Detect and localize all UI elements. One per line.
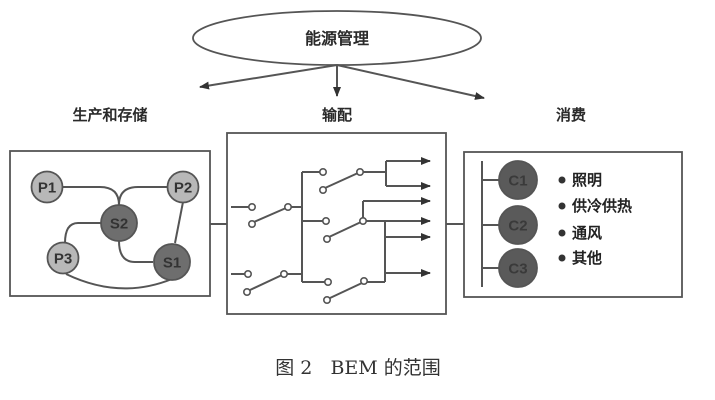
node-circle bbox=[100, 204, 138, 242]
node-s2: S2 bbox=[100, 204, 138, 242]
node-p1: P1 bbox=[30, 170, 64, 204]
edge-P2-S2 bbox=[118, 186, 168, 206]
switch-terminal bbox=[318, 168, 327, 177]
consumer-circle bbox=[498, 248, 538, 288]
node-circle bbox=[46, 241, 80, 275]
distribution-wiring bbox=[231, 157, 431, 304]
consumption-item: 其他 bbox=[558, 249, 602, 267]
node-p2: P2 bbox=[166, 170, 200, 204]
edge-S2-S1 bbox=[118, 240, 153, 263]
switch-terminal bbox=[359, 276, 368, 285]
switch-terminal bbox=[323, 277, 332, 286]
consumption-item-label: 通风 bbox=[572, 224, 602, 242]
switch-terminal bbox=[243, 287, 252, 296]
switch-terminal bbox=[322, 295, 331, 304]
node-circle bbox=[30, 170, 64, 204]
switch-blade bbox=[329, 282, 363, 299]
consumption-item-label: 照明 bbox=[572, 171, 602, 189]
switch-terminal bbox=[322, 235, 331, 244]
energy-management-label: 能源管理 bbox=[305, 29, 369, 48]
switch-terminal bbox=[318, 186, 327, 195]
consumer-label: C3 bbox=[508, 261, 527, 278]
node-circle bbox=[153, 243, 191, 281]
switch-blade bbox=[324, 172, 359, 189]
production-section-label: 生产和存储 bbox=[72, 106, 147, 124]
consumer-label: C2 bbox=[508, 218, 527, 235]
edge-S2-P3 bbox=[64, 222, 101, 244]
switch-terminal bbox=[283, 203, 292, 212]
consumer-c1: C1 bbox=[482, 160, 538, 200]
distribution-section-label: 输配 bbox=[322, 106, 352, 124]
consumption-item-label: 供冷供热 bbox=[571, 197, 632, 215]
switch-terminal bbox=[355, 168, 364, 177]
switch-terminal bbox=[248, 203, 257, 212]
node-label: S1 bbox=[163, 255, 181, 272]
bullet-icon bbox=[558, 202, 566, 210]
consumption-item-label: 其他 bbox=[572, 249, 602, 267]
node-label: P1 bbox=[38, 180, 56, 197]
figure-caption: 图 2 BEM 的范围 bbox=[275, 357, 441, 379]
edge-P2-S1 bbox=[174, 201, 184, 244]
consumer-circle bbox=[498, 205, 538, 245]
node-label: P3 bbox=[54, 251, 72, 268]
switch-blade bbox=[253, 207, 287, 223]
consumer-label: C1 bbox=[508, 173, 527, 190]
switch-terminal bbox=[244, 269, 253, 278]
consumption-item: 供冷供热 bbox=[558, 197, 632, 215]
node-circle bbox=[166, 170, 200, 204]
consumer-c2: C2 bbox=[482, 205, 538, 245]
consumption-item: 通风 bbox=[558, 224, 602, 242]
edge-P3-S1 bbox=[65, 273, 173, 290]
switch-terminal bbox=[279, 269, 288, 278]
bullet-icon bbox=[558, 176, 566, 184]
node-label: S2 bbox=[110, 216, 128, 233]
bullet-icon bbox=[558, 229, 566, 237]
top-arrows bbox=[199, 64, 485, 100]
switch-terminal bbox=[321, 217, 330, 226]
switch-terminal bbox=[248, 220, 257, 229]
arrow-to-consumption bbox=[336, 64, 485, 100]
node-p3: P3 bbox=[46, 241, 80, 275]
energy-management-node: 能源管理 bbox=[192, 10, 482, 66]
consumption-section-label: 消费 bbox=[556, 106, 586, 124]
bullet-icon bbox=[558, 254, 566, 262]
production-edges bbox=[62, 186, 184, 290]
node-s1: S1 bbox=[153, 243, 191, 281]
consumer-circle bbox=[498, 160, 538, 200]
switch-blade bbox=[249, 274, 283, 291]
consumer-c3: C3 bbox=[482, 248, 538, 288]
consumption-item: 照明 bbox=[558, 171, 602, 189]
switch-terminal bbox=[358, 217, 367, 226]
node-label: P2 bbox=[174, 180, 192, 197]
switch-blade bbox=[328, 221, 362, 238]
arrow-to-production bbox=[199, 64, 338, 90]
distribution-box bbox=[226, 132, 447, 315]
